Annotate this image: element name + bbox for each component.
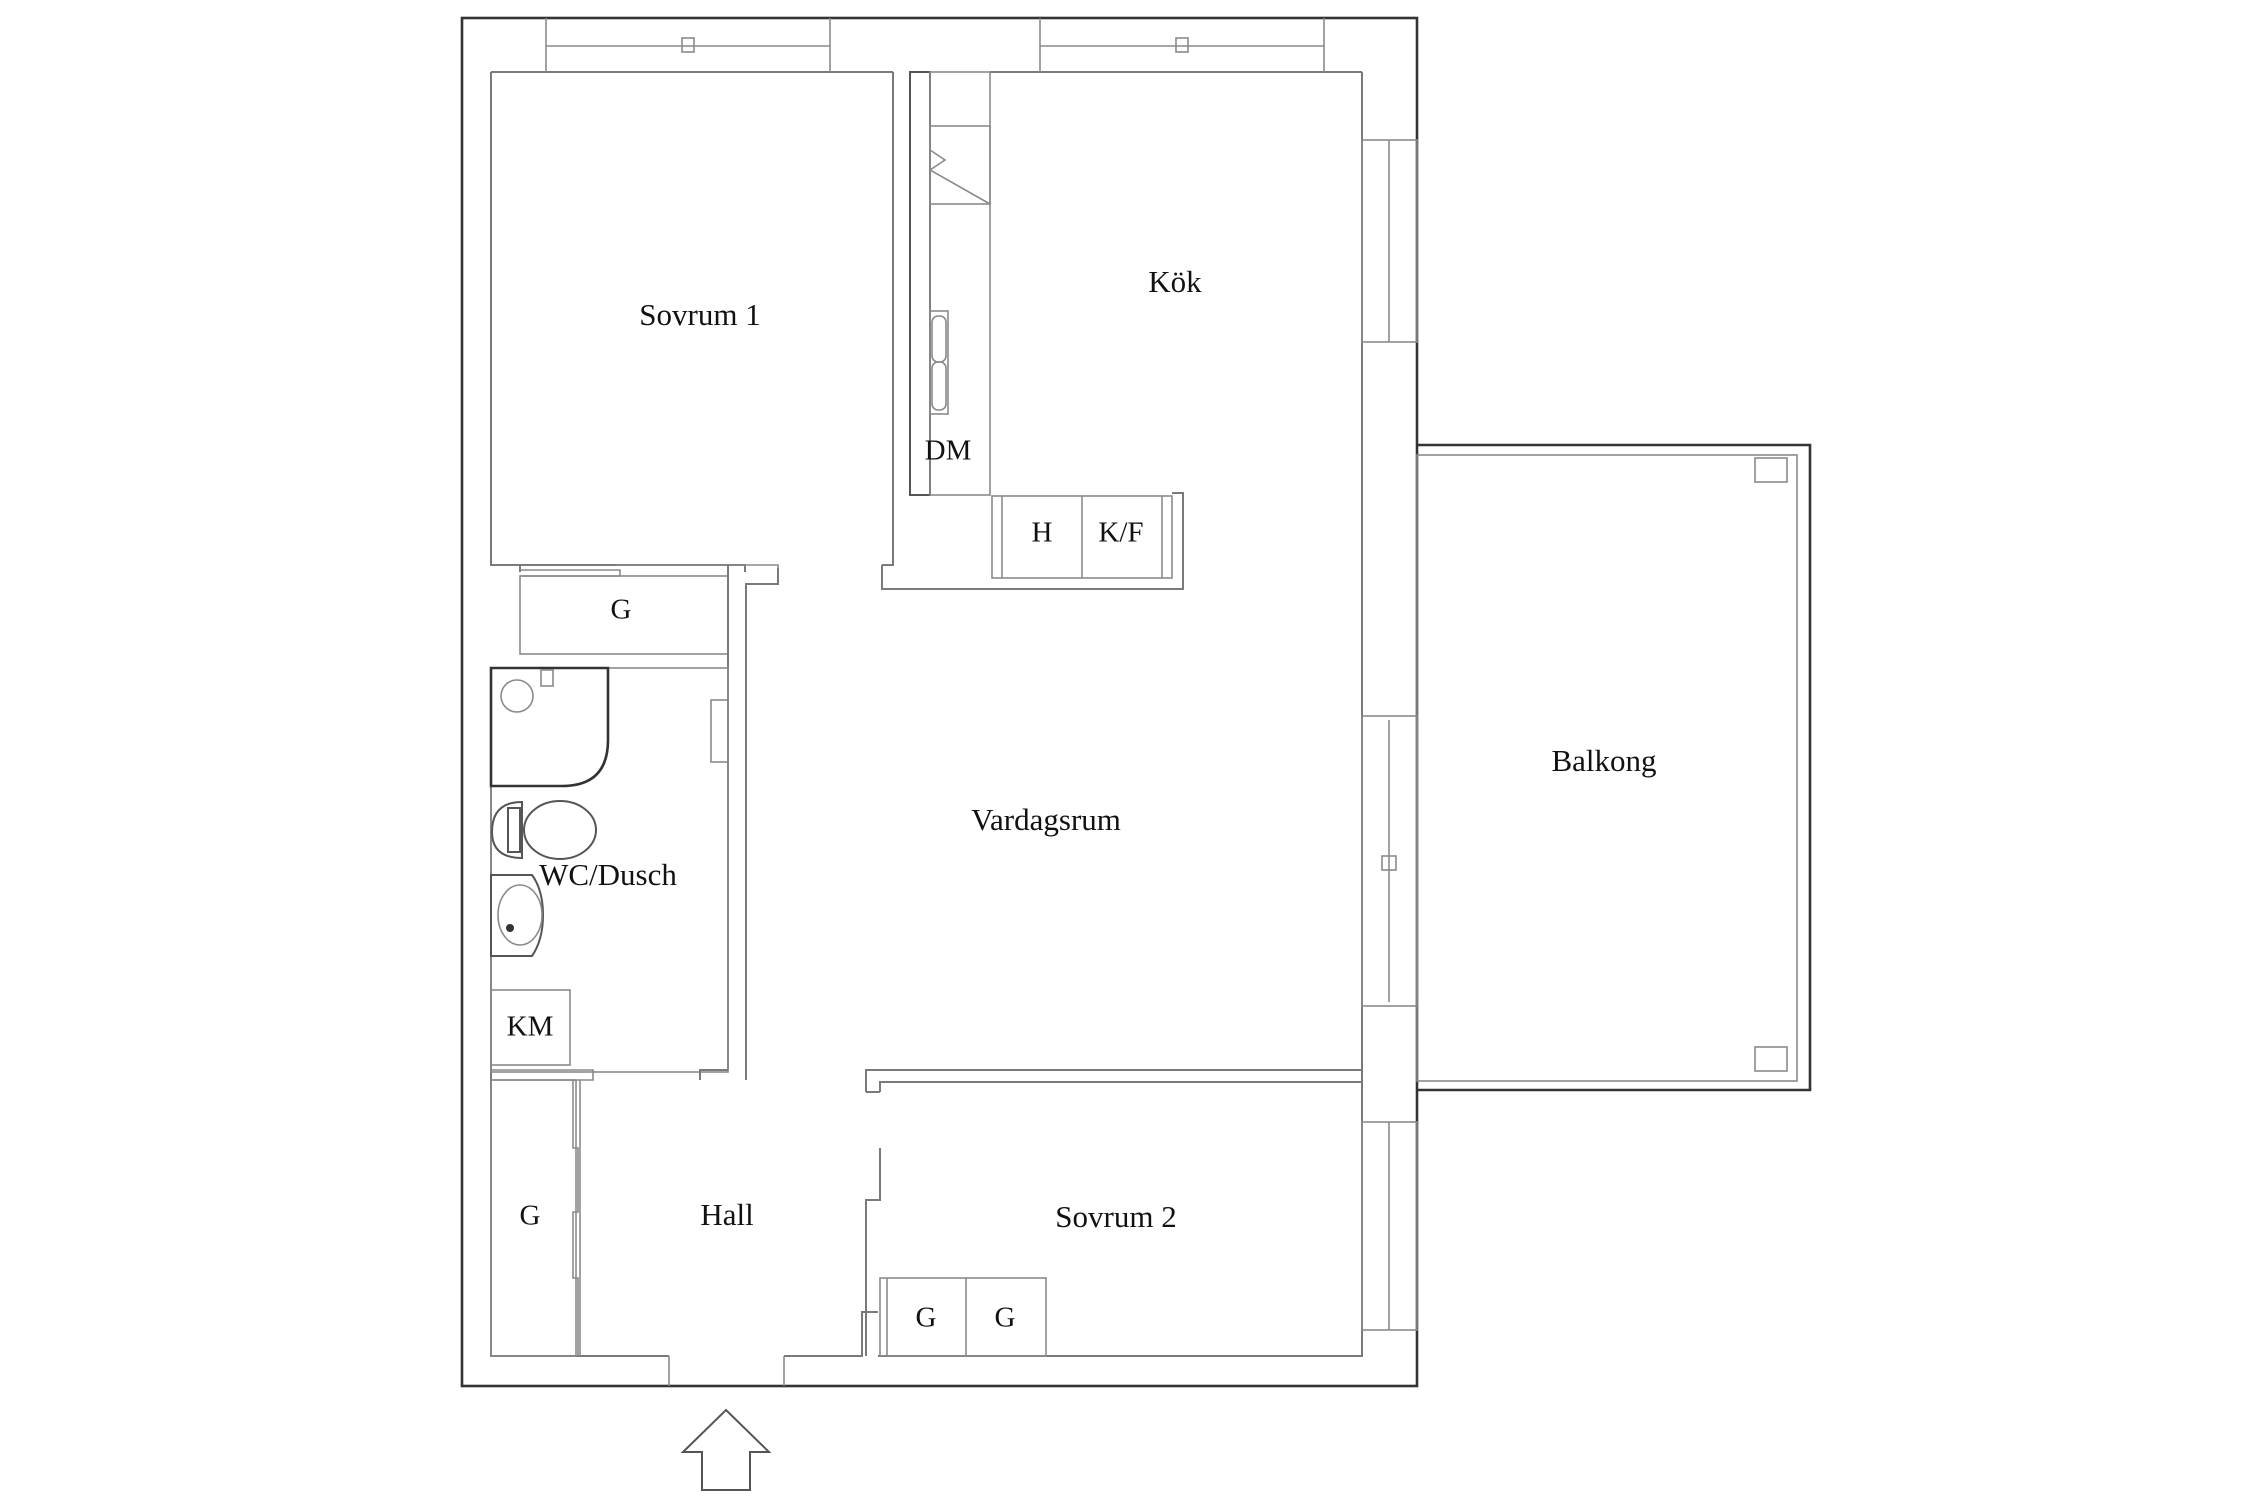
hall bbox=[490, 1079, 881, 1357]
label-sovrum1: Sovrum 1 bbox=[639, 297, 760, 332]
label-closet-hall: G bbox=[520, 1200, 541, 1232]
label-closet-sovrum2-a: G bbox=[916, 1302, 937, 1334]
label-closet-sovrum1: G bbox=[611, 594, 632, 626]
label-kf: K/F bbox=[1098, 517, 1143, 549]
label-h: H bbox=[1032, 517, 1053, 549]
label-kok: Kök bbox=[1148, 264, 1202, 299]
label-balkong: Balkong bbox=[1551, 743, 1656, 778]
label-vardagsrum: Vardagsrum bbox=[971, 802, 1121, 837]
label-closet-sovrum2-b: G bbox=[995, 1302, 1016, 1334]
label-sovrum2: Sovrum 2 bbox=[1055, 1199, 1176, 1234]
sovrum2-walls bbox=[865, 1069, 1362, 1357]
label-dm: DM bbox=[925, 435, 972, 467]
kitchen bbox=[881, 71, 1184, 590]
fixture-labels: DM H K/F G KM G G G bbox=[507, 435, 1144, 1334]
label-wc-dusch: WC/Dusch bbox=[539, 857, 677, 892]
entrance-arrow-icon bbox=[680, 1408, 772, 1491]
room-labels: Sovrum 1 Kök Vardagsrum Balkong WC/Dusch… bbox=[539, 264, 1656, 1234]
label-km: KM bbox=[507, 1011, 554, 1043]
balcony bbox=[1416, 443, 1812, 1092]
exterior-walls bbox=[460, 16, 1419, 1388]
top-windows bbox=[545, 18, 1325, 72]
label-hall: Hall bbox=[700, 1197, 753, 1232]
right-windows bbox=[1361, 139, 1418, 1331]
